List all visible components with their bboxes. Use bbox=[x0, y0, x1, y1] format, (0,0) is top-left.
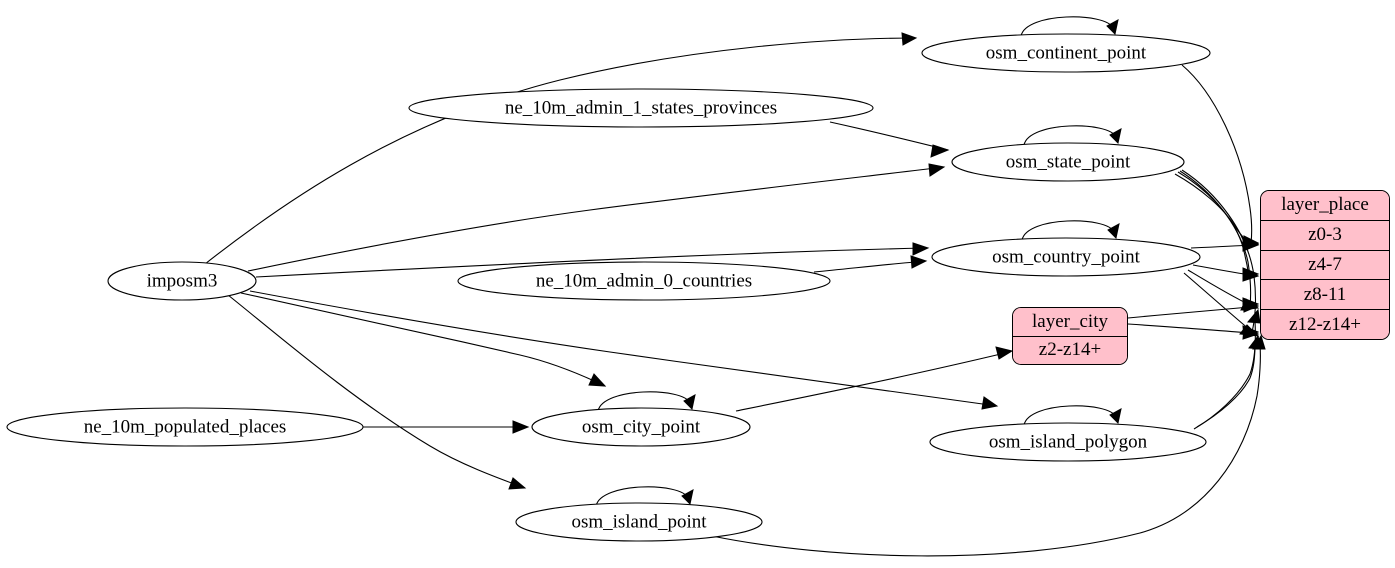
edge-imposm3-osm_island_point bbox=[227, 294, 526, 489]
arrowhead-imposm3-osm_island_point bbox=[508, 477, 527, 490]
node-osm_city_point-shape[interactable] bbox=[531, 407, 751, 447]
arrowhead-layer_city-z12-z14 bbox=[1242, 326, 1260, 340]
node-osm_country_point-shape[interactable] bbox=[931, 237, 1201, 277]
arrowhead-selfloop-osm_country_point bbox=[1107, 223, 1120, 240]
edge-layer bbox=[204, 16, 1266, 557]
node-ne_10m_admin_1_states_provinces-label: ne_10m_admin_1_states_provinces bbox=[505, 97, 777, 118]
node-ne_10m_admin_1_states_provinces[interactable]: ne_10m_admin_1_states_provinces bbox=[408, 88, 874, 128]
node-osm_state_point[interactable]: osm_state_point bbox=[951, 142, 1185, 182]
edge-osm_island_point-layer_place-z12-z14 bbox=[711, 344, 1261, 557]
arrowhead-osm_country_point-z0-3 bbox=[1242, 238, 1260, 252]
selfloop-osm_continent_point bbox=[1020, 16, 1114, 37]
record-node-layer-city[interactable]: layer_city z2-z14+ bbox=[1012, 307, 1128, 365]
node-osm_city_point-label: osm_city_point bbox=[582, 416, 701, 437]
node-imposm3[interactable]: imposm3 bbox=[107, 261, 257, 301]
node-osm_island_point-label: osm_island_point bbox=[571, 511, 707, 532]
arrowhead-selfloop-osm_island_point bbox=[681, 489, 694, 506]
node-ne_10m_populated_places-label: ne_10m_populated_places bbox=[84, 416, 287, 437]
node-osm_island_point-shape[interactable] bbox=[515, 502, 763, 542]
record-row-layer-city-title: layer_city bbox=[1013, 308, 1127, 337]
record-node-layer-place[interactable]: layer_place z0-3 z4-7 z8-11 z12-z14+ bbox=[1260, 190, 1390, 340]
record-row-layer-place-z8-11[interactable]: z8-11 bbox=[1261, 280, 1389, 311]
arrowhead-selfloop-osm_state_point bbox=[1109, 128, 1122, 145]
node-imposm3-shape[interactable] bbox=[107, 261, 257, 301]
edge-osm_country_point-layer_place-z8-11 bbox=[1187, 269, 1251, 306]
arrowhead-ne0-osm_country_point bbox=[910, 255, 928, 269]
record-row-layer-place-title: layer_place bbox=[1261, 191, 1389, 221]
edge-ne1-osm_state_point bbox=[829, 121, 949, 151]
arrowhead-selfloop-osm_continent_point bbox=[1106, 19, 1119, 36]
edge-osm_island_polygon-layer_place-z12-z14 bbox=[1196, 343, 1256, 428]
node-ne_10m_populated_places-shape[interactable] bbox=[6, 407, 364, 447]
arrowhead-layer_city-z8-11 bbox=[1242, 299, 1260, 313]
node-osm_country_point[interactable]: osm_country_point bbox=[931, 237, 1201, 277]
edge-imposm3-osm_city_point bbox=[240, 292, 606, 387]
node-osm_island_polygon-shape[interactable] bbox=[929, 422, 1207, 462]
node-osm_state_point-label: osm_state_point bbox=[1006, 151, 1131, 172]
arrowhead-imposm3-osm_island_polygon bbox=[981, 396, 999, 410]
arrowhead-selfloop-osm_city_point bbox=[683, 394, 696, 411]
node-osm_city_point[interactable]: osm_city_point bbox=[531, 407, 751, 447]
selfloop-osm_country_point bbox=[1021, 220, 1115, 241]
node-ne_10m_admin_0_countries-shape[interactable] bbox=[457, 261, 831, 301]
arrowhead-imposm3-osm_state_point bbox=[928, 163, 946, 177]
node-imposm3-label: imposm3 bbox=[147, 270, 218, 291]
node-osm_island_polygon[interactable]: osm_island_polygon bbox=[929, 422, 1207, 462]
record-row-layer-place-z12-z14[interactable]: z12-z14+ bbox=[1261, 310, 1389, 339]
arrowhead-osm_island_polygon-z8-11 bbox=[1247, 308, 1261, 324]
arrowhead-nepop-osm_city_point bbox=[512, 420, 530, 434]
node-osm_continent_point-label: osm_continent_point bbox=[986, 42, 1147, 63]
edge-imposm3-osm_island_polygon bbox=[249, 290, 998, 407]
arrowhead-imposm3-osm_continent_point bbox=[901, 32, 918, 46]
arrowhead-osm_island_point-z12-z14 bbox=[1252, 334, 1266, 350]
selfloop-osm_city_point bbox=[597, 391, 691, 412]
record-row-layer-city-z2-z14[interactable]: z2-z14+ bbox=[1013, 336, 1127, 364]
node-ne_10m_admin_0_countries[interactable]: ne_10m_admin_0_countries bbox=[457, 261, 831, 301]
edge-osm_country_point-layer_place-z12-z14 bbox=[1183, 272, 1251, 331]
node-osm_island_point[interactable]: osm_island_point bbox=[515, 502, 763, 542]
edge-imposm3-osm_state_point bbox=[247, 166, 945, 272]
arrowhead-imposm3-osm_country_point bbox=[912, 242, 930, 256]
node-osm_state_point-shape[interactable] bbox=[951, 142, 1185, 182]
record-row-layer-place-z0-3[interactable]: z0-3 bbox=[1261, 220, 1389, 251]
record-row-layer-place-z4-7[interactable]: z4-7 bbox=[1261, 250, 1389, 281]
selfloop-osm_island_polygon bbox=[1023, 405, 1117, 426]
edge-imposm3-osm_country_point bbox=[255, 247, 929, 278]
node-ne_10m_admin_1_states_provinces-shape[interactable] bbox=[408, 88, 874, 128]
node-ne_10m_populated_places[interactable]: ne_10m_populated_places bbox=[6, 407, 364, 447]
edge-layer_city-layer_place-z8-11 bbox=[1127, 306, 1251, 319]
selfloop-osm_state_point bbox=[1023, 125, 1117, 146]
node-osm_island_polygon-label: osm_island_polygon bbox=[989, 431, 1148, 452]
arrowhead-osm_city_point-layer_city bbox=[995, 346, 1014, 360]
node-ne_10m_admin_0_countries-label: ne_10m_admin_0_countries bbox=[536, 270, 752, 291]
edge-imposm3-osm_continent_point bbox=[204, 37, 917, 265]
edge-layer_city-layer_place-z12-z14 bbox=[1127, 323, 1251, 334]
node-osm_country_point-label: osm_country_point bbox=[992, 246, 1140, 267]
edge-ne0-osm_country_point bbox=[813, 260, 927, 273]
edge-osm_country_point-layer_place-z4-7 bbox=[1192, 264, 1252, 276]
arrowhead-selfloop-osm_island_polygon bbox=[1109, 408, 1122, 425]
node-layer: imposm3 ne_10m_admin_1_states_provinces … bbox=[6, 33, 1211, 542]
node-osm_continent_point[interactable]: osm_continent_point bbox=[921, 33, 1211, 73]
edge-osm_state_point-layer_place-z8-11 bbox=[1179, 170, 1252, 307]
edge-osm_country_point-layer_place-z0-3 bbox=[1190, 244, 1252, 249]
arrowhead-imposm3-osm_city_point bbox=[588, 373, 607, 387]
edge-osm_continent_point-layer_place-z0-3 bbox=[1181, 64, 1253, 244]
node-osm_continent_point-shape[interactable] bbox=[921, 33, 1211, 73]
selfloop-osm_island_point bbox=[595, 486, 689, 507]
arrowhead-ne1-osm_state_point bbox=[930, 144, 950, 158]
arrowhead-osm_country_point-z4-7 bbox=[1242, 268, 1260, 282]
edge-osm_city_point-layer_city bbox=[735, 352, 1006, 412]
